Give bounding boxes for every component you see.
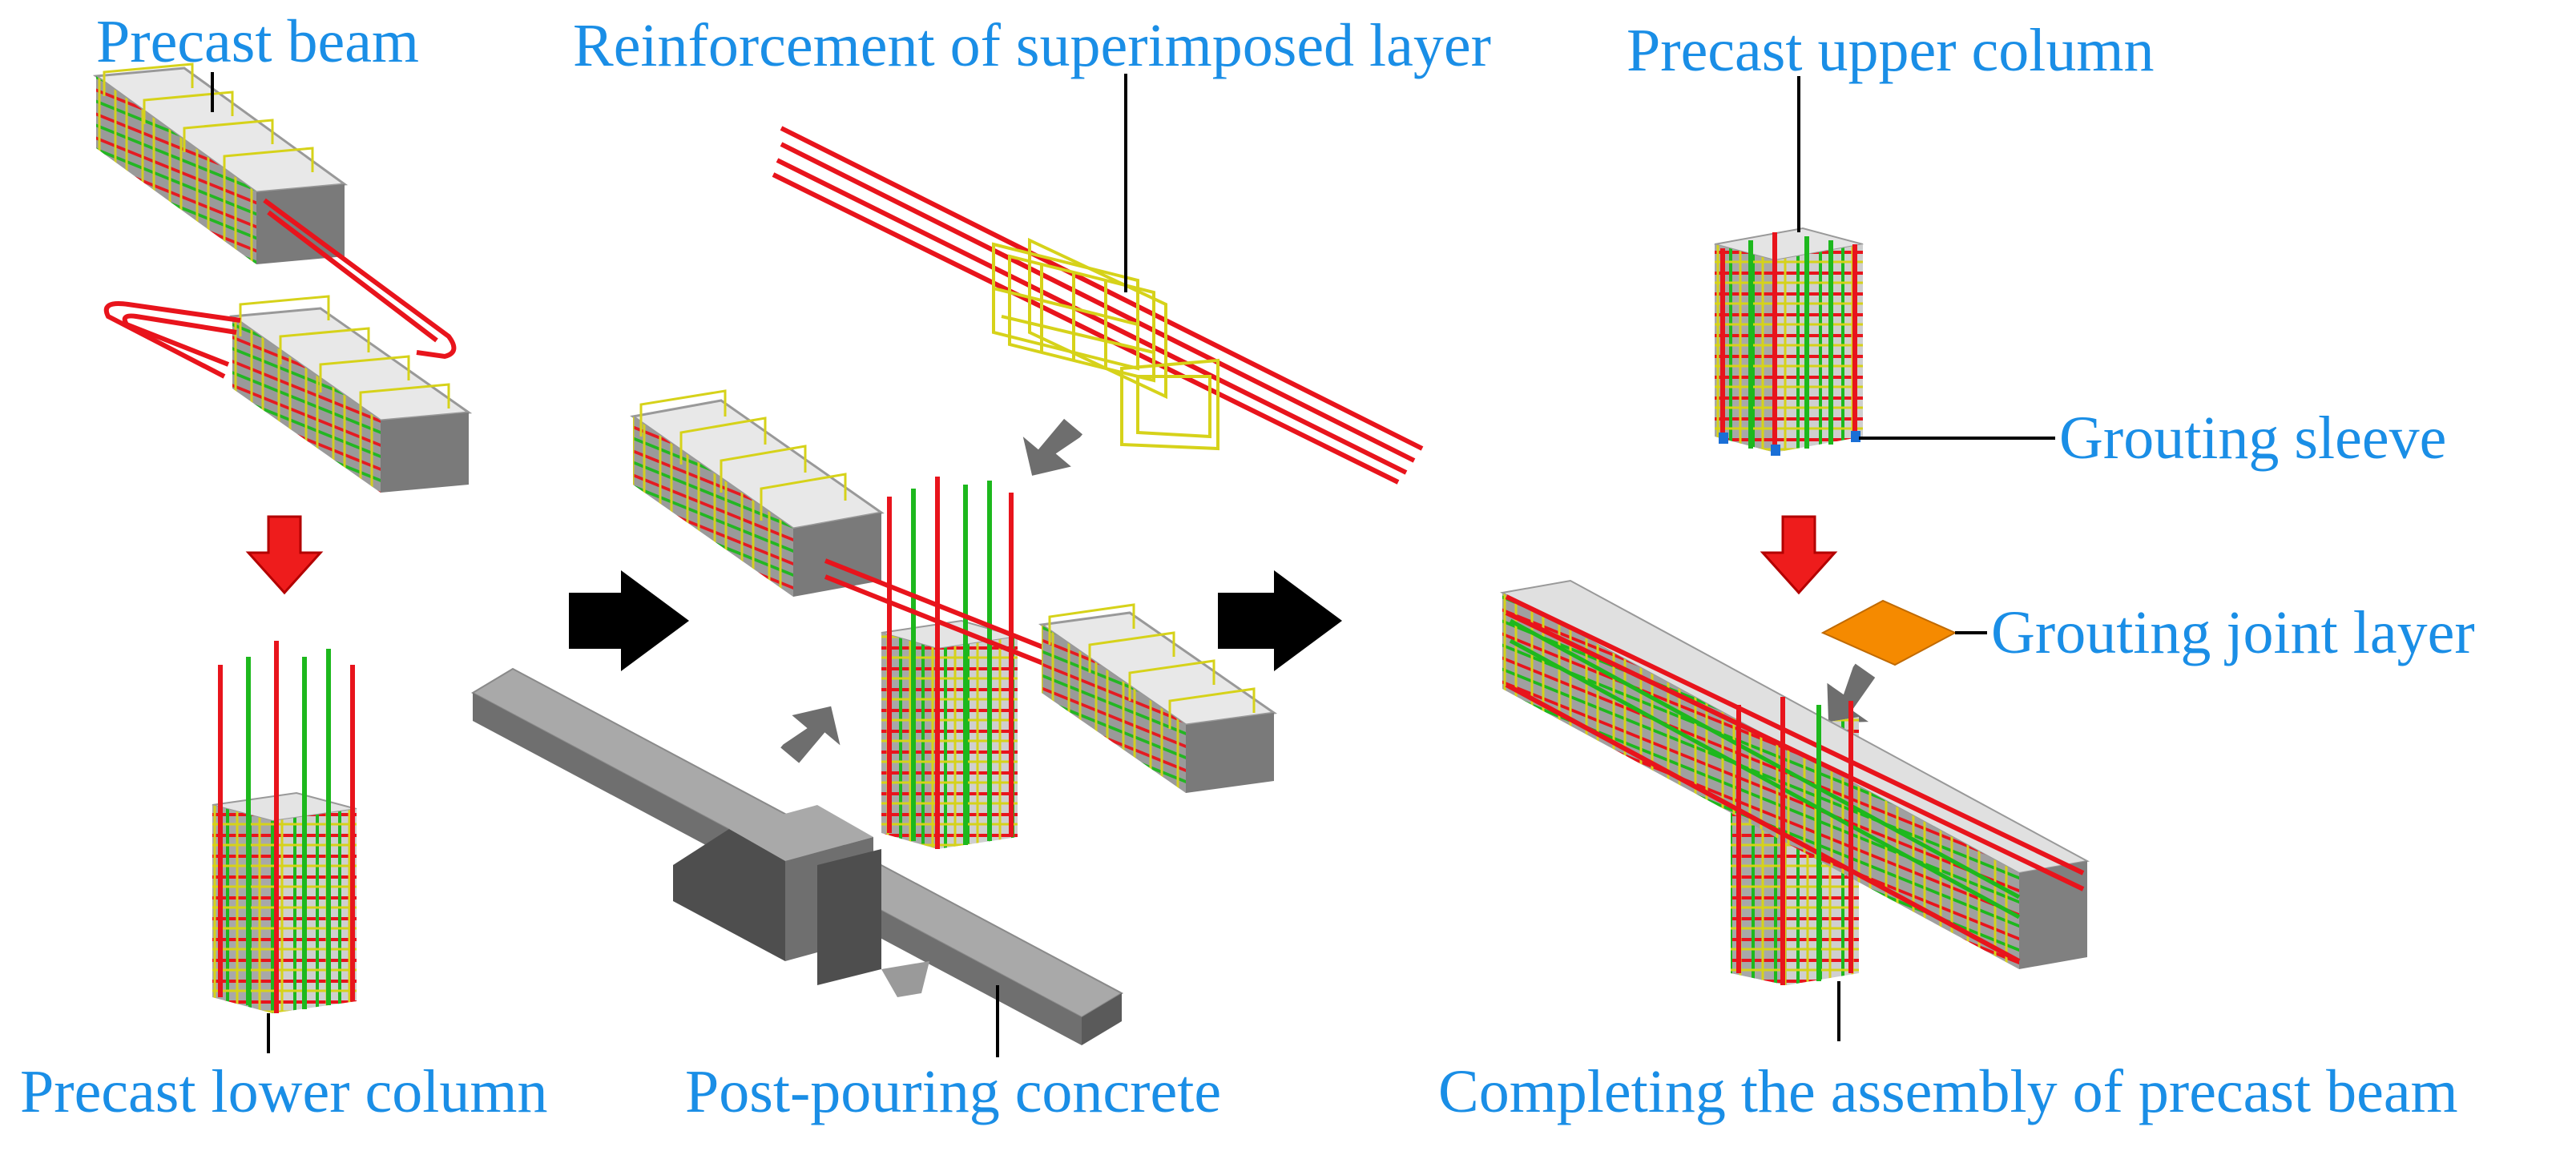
process-arrow-1 [569, 570, 689, 671]
label-reinforcement-superimposed: Reinforcement of superimposed layer [573, 12, 1491, 79]
gray-arrow-grout [1827, 663, 1876, 723]
grouting-joint-layer-model [1820, 599, 1957, 666]
gray-arrow-up-right [780, 706, 841, 763]
red-down-arrow-left [245, 515, 324, 595]
label-completing-assembly: Completing the assembly of precast beam [1438, 1058, 2458, 1125]
precast-lower-column-model [212, 641, 357, 1013]
label-precast-lower-column: Precast lower column [20, 1058, 547, 1125]
label-precast-beam: Precast beam [96, 8, 419, 75]
leader-lines [211, 72, 2055, 1057]
label-grouting-joint-layer: Grouting joint layer [1991, 599, 2475, 666]
precast-upper-column-model [1714, 227, 1864, 456]
gray-arrow-down-left [1022, 418, 1083, 476]
label-post-pouring-concrete: Post-pouring concrete [685, 1058, 1221, 1125]
labels: Precast beam Reinforcement of superimpos… [20, 8, 2475, 1125]
precast-beam-right-model [1038, 603, 1278, 793]
red-down-arrow-right [1760, 515, 1838, 595]
superimposed-reinforcement-model [772, 126, 1424, 485]
post-pouring-concrete-model [470, 667, 1124, 1045]
process-arrow-2 [1218, 570, 1342, 671]
precast-beam-lower-model [103, 295, 473, 493]
precast-beam-upper-model [92, 62, 457, 360]
label-grouting-sleeve: Grouting sleeve [2059, 404, 2446, 472]
precast-beam-left-model [630, 389, 885, 597]
beam-column-joint-model [824, 477, 1139, 849]
label-precast-upper-column: Precast upper column [1627, 17, 2154, 84]
completed-assembly-model [1500, 579, 2090, 985]
